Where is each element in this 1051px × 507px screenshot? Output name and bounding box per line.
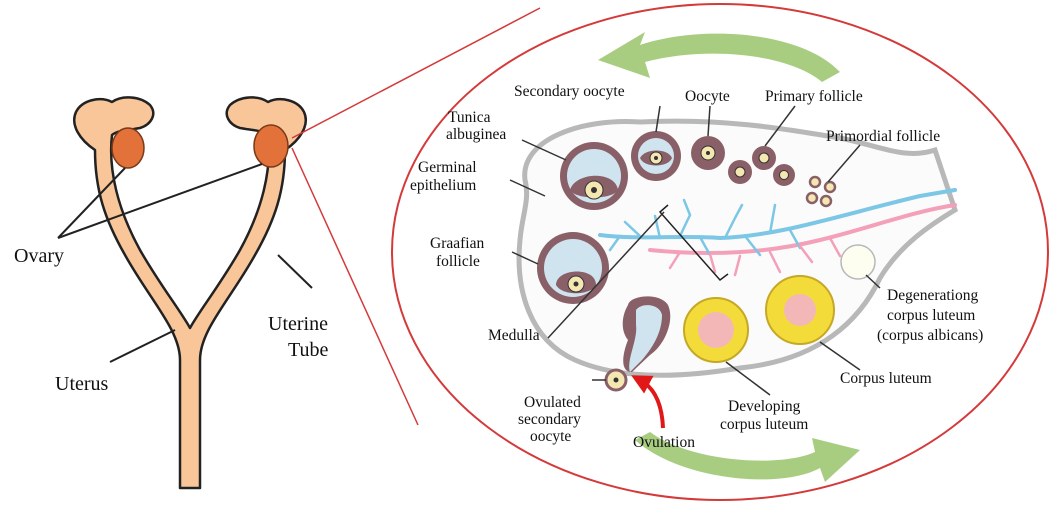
uterine-tube-pointer xyxy=(278,255,312,288)
corpus-luteum-label: Corpus luteum xyxy=(840,370,932,387)
graafian-follicle-label-line2: follicle xyxy=(436,253,480,270)
ovulated-label-line2: secondary xyxy=(518,411,581,428)
degenerating-label-line3: (corpus albicans) xyxy=(877,327,983,344)
degenerating-label-line1: Degenerationg xyxy=(887,287,978,304)
ovulated-label-line1: Ovulated xyxy=(524,394,581,411)
ovulated-label-line3: oocyte xyxy=(530,428,571,445)
primary-follicle-label: Primary follicle xyxy=(765,88,863,105)
secondary-oocyte-follicle xyxy=(631,131,681,181)
germinal-epithelium-label-line2: epithelium xyxy=(410,177,476,194)
medulla-label: Medulla xyxy=(488,327,540,344)
oocyte-label: Oocyte xyxy=(685,88,730,105)
large-follicle xyxy=(560,142,628,210)
corpus-luteum xyxy=(766,276,834,344)
developing-corpus-luteum xyxy=(684,298,748,362)
developing-label-line1: Developing xyxy=(728,398,801,415)
uterus-label: Uterus xyxy=(55,373,109,395)
graafian-follicle-label-line1: Graafian xyxy=(430,235,484,252)
corpus-albicans xyxy=(841,245,875,279)
secondary-oocyte-label: Secondary oocyte xyxy=(514,83,625,100)
ovary-pointer-right xyxy=(58,164,262,238)
uterine-tube-label-line1: Uterine xyxy=(268,313,328,335)
ovary-left xyxy=(112,128,144,168)
ovulation-label: Ovulation xyxy=(633,434,695,451)
tunica-albuginea-label-line2: albuginea xyxy=(446,126,506,143)
ovary-label: Ovary xyxy=(14,245,64,267)
oocyte-follicle xyxy=(691,136,725,170)
uterus-pointer xyxy=(110,330,175,362)
graafian-follicle xyxy=(537,232,609,304)
ovary-right xyxy=(254,125,288,167)
tunica-albuginea-label-line1: Tunica xyxy=(448,109,491,126)
degenerating-label-line2: corpus luteum xyxy=(887,307,975,324)
uterus-and-tubes: Ovary Uterine Tube Uterus xyxy=(14,97,329,488)
uterine-tube-label-line2: Tube xyxy=(288,339,329,361)
developing-label-line2: corpus luteum xyxy=(720,416,808,433)
germinal-epithelium-label-line1: Germinal xyxy=(418,159,477,176)
primordial-follicle-label: Primordial follicle xyxy=(826,128,940,145)
